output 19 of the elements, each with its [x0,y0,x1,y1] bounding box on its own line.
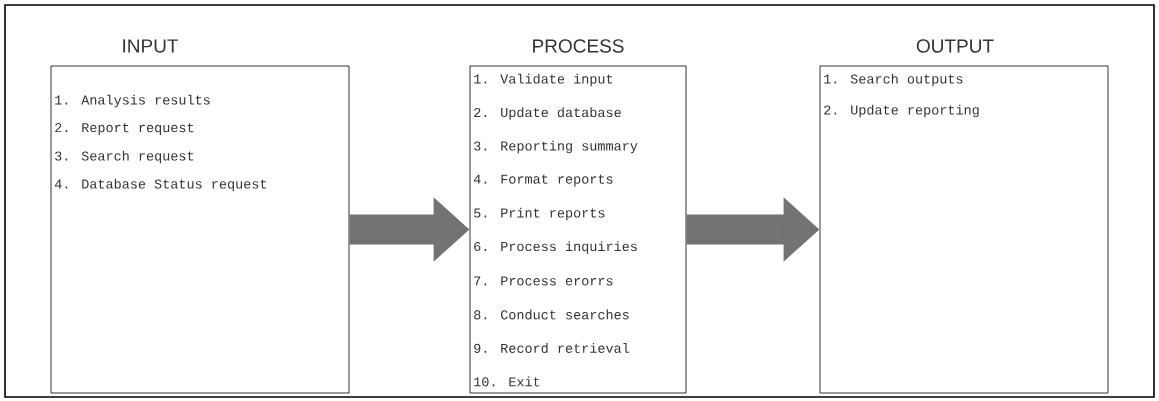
list-item: 1. Search outputs [824,73,963,87]
list-item: 8. Conduct searches [474,309,629,320]
column-heading: INPUT [123,39,179,53]
list-item: 5. Print reports [474,207,605,221]
list-item: 10. Exit [474,376,540,387]
column-heading: PROCESS [533,39,624,53]
list-item: 3. Search request [55,150,194,164]
list-item: 6. Process inquiries [474,241,637,254]
list-item: 1. Analysis results [55,94,210,108]
list-item: 2. Report request [55,123,194,135]
list-item: 3. Reporting summary [474,140,638,154]
list-item: 4. Format reports [473,174,613,187]
list-item: 2. Update reporting [824,104,979,118]
list-item: 7. Process erorrs [474,276,613,286]
column-heading: OUTPUT [916,39,994,53]
list-item: 9. Record retrieval [474,343,630,353]
list-item: 2. Update database [474,107,621,120]
list-item: 1. Validate input [474,73,613,87]
list-item: 4. Database Status request [54,178,267,192]
